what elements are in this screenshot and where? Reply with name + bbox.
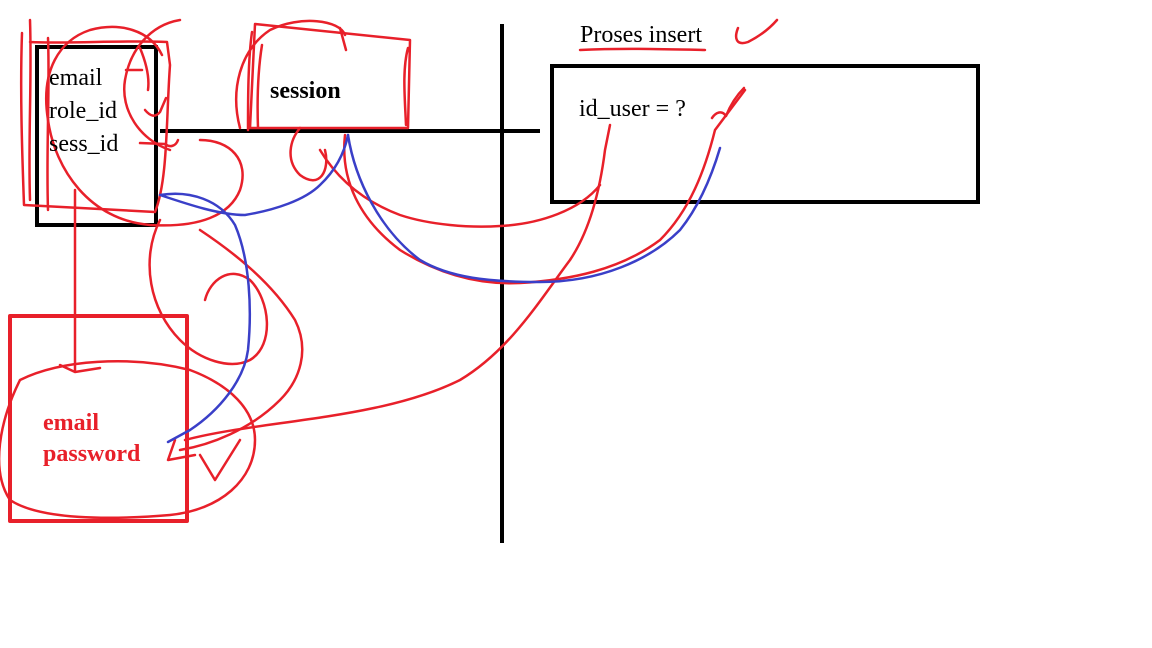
curve-to-insert-2	[343, 88, 747, 285]
login-outer-scribble	[0, 360, 257, 520]
blue-curve-box-to-login	[158, 133, 350, 444]
arrow-from-box	[58, 188, 102, 374]
blue-annotations	[158, 133, 722, 444]
login-box	[8, 314, 189, 523]
session-label: session	[270, 78, 341, 104]
session-loop	[122, 18, 347, 182]
role-id-checkmark	[143, 96, 168, 117]
login-email-label: email	[43, 410, 99, 436]
curve-to-insert-3	[318, 148, 602, 228]
field-email: email	[49, 65, 103, 91]
insert-process-box	[550, 64, 980, 204]
proses-insert-title: Proses insert	[580, 22, 702, 48]
field-role-id: role_id	[49, 98, 117, 124]
curve-to-insert-1	[183, 123, 612, 442]
session-fields-box	[35, 45, 158, 227]
proses-insert-underline	[578, 47, 707, 52]
blue-curve-session-to-insert	[346, 133, 722, 284]
sess-id-checkmark	[138, 138, 180, 148]
title-checkmark	[734, 18, 779, 45]
field-sess-id: sess_id	[49, 131, 119, 157]
login-password-label: password	[43, 441, 141, 467]
login-loop-1	[148, 218, 269, 366]
left-box-outline-scribble	[19, 18, 172, 214]
id-user-text: id_user = ?	[579, 96, 686, 122]
id-user-checkmark	[710, 86, 746, 120]
red-annotations	[0, 18, 779, 523]
left-box-loop	[45, 25, 244, 227]
black-structure	[35, 24, 980, 543]
session-box-scribble	[246, 22, 412, 132]
